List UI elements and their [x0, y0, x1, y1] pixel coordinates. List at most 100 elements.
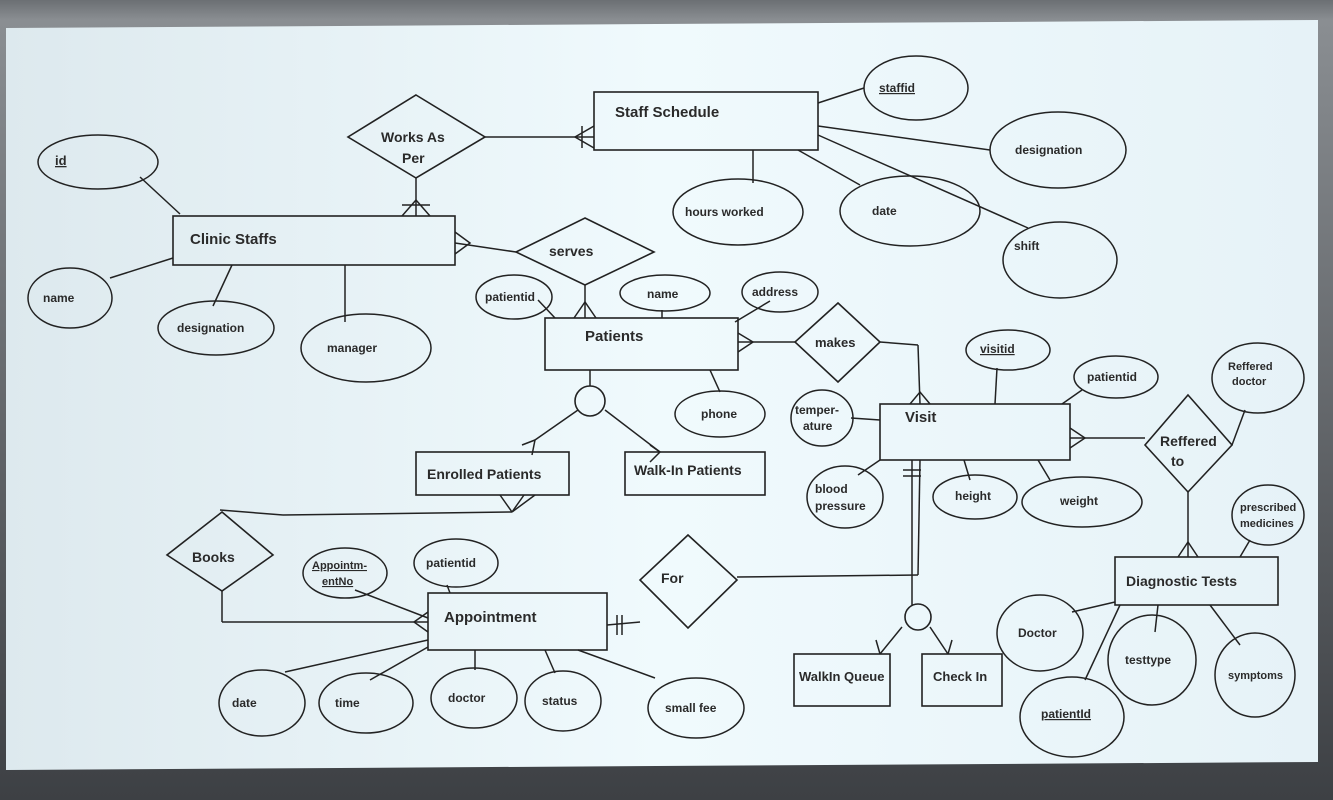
attribute-date-appointment: date [218, 669, 306, 737]
attribute-height: height [932, 474, 1018, 520]
attribute-small-fee: small fee [647, 677, 745, 739]
attribute-patientid-appointment: patientid [413, 538, 499, 588]
attribute-label-line-1: blood [815, 482, 848, 496]
attribute-date-schedule: date [839, 175, 981, 247]
attribute-id: id [37, 134, 159, 190]
attribute-label: name [43, 291, 75, 305]
attribute-symptoms: symptoms [1214, 632, 1296, 718]
attribute-status: status [524, 670, 602, 732]
relationship-label-line-2: to [1171, 453, 1184, 469]
attribute-staffid: staffid [863, 55, 969, 121]
entity-clinic-staffs: Clinic Staffs [172, 215, 456, 266]
attribute-label: doctor [448, 691, 486, 705]
attribute-doctor-appointment: doctor [430, 667, 518, 729]
attribute-label: name [647, 287, 679, 301]
attribute-reffered-doctor: Reffered doctor [1211, 342, 1305, 414]
cardinality-marks [401, 125, 1199, 655]
relationship-label: For [661, 570, 684, 586]
attribute-label: date [232, 696, 257, 710]
attribute-manager: manager [300, 313, 432, 383]
attribute-label-line-2: medicines [1240, 518, 1294, 530]
attribute-time: time [318, 672, 414, 734]
attribute-patientid-diagnostic: patientId [1019, 676, 1125, 758]
attribute-label: visitid [980, 342, 1015, 356]
entity-diagnostic-tests: Diagnostic Tests [1114, 556, 1279, 606]
relationship-serves: serves [514, 217, 656, 286]
attribute-label: phone [701, 407, 737, 421]
relationship-label-line-1: Works As [381, 129, 445, 145]
entity-patients: Patients [544, 317, 739, 371]
relationship-works-as-per: Works As Per [346, 94, 487, 179]
attribute-label: address [752, 285, 798, 299]
attribute-label-line-1: prescribed [1240, 502, 1296, 514]
attribute-label: date [872, 204, 897, 218]
isa-circle-visit [904, 603, 932, 631]
entity-label: Visit [905, 409, 936, 426]
attribute-label: shift [1014, 239, 1039, 253]
attribute-label: status [542, 694, 578, 708]
attribute-appointment-no: Appointm- entNo [302, 547, 388, 599]
attribute-label: small fee [665, 701, 717, 715]
attribute-designation-schedule: designation [989, 111, 1127, 189]
relationship-reffered-to: Reffered to [1143, 393, 1234, 494]
attribute-visitid: visitid [965, 329, 1051, 371]
entity-walkin-patients: Walk-In Patients [624, 451, 766, 496]
entity-staff-schedule: Staff Schedule [593, 91, 819, 151]
attribute-doctor-diagnostic: Doctor [996, 594, 1084, 672]
attribute-label: weight [1059, 494, 1098, 508]
entity-label: Patients [585, 328, 643, 345]
entity-walkin-queue: WalkIn Queue [793, 653, 891, 707]
attribute-label: height [955, 489, 991, 503]
attribute-blood-pressure: blood pressure [806, 465, 884, 529]
attribute-label: testtype [1125, 653, 1171, 667]
projection-area [6, 20, 1318, 770]
attribute-hours-worked: hours worked [672, 178, 804, 246]
attribute-label: symptoms [1228, 670, 1283, 682]
relationship-label: serves [549, 243, 594, 259]
relationship-books: Books [165, 510, 275, 592]
attribute-label: designation [177, 321, 244, 335]
entity-label: Walk-In Patients [634, 462, 742, 478]
entity-label: WalkIn Queue [799, 669, 884, 684]
attribute-patientid-visit: patientid [1073, 355, 1159, 399]
attribute-label: staffid [879, 81, 915, 95]
attribute-label: designation [1015, 143, 1082, 157]
attribute-label-line-2: entNo [322, 576, 353, 588]
entity-label: Diagnostic Tests [1126, 573, 1237, 589]
attribute-patientid-patients: patientid [475, 274, 553, 320]
attribute-prescribed-medicines: prescribed medicines [1231, 484, 1305, 546]
relationship-makes: makes [793, 301, 882, 384]
attribute-testtype: testtype [1107, 614, 1197, 706]
attribute-label-line-1: temper- [795, 403, 839, 417]
entity-label: Appointment [444, 609, 536, 626]
attribute-label-line-2: pressure [815, 499, 866, 513]
attribute-label: Doctor [1018, 626, 1057, 640]
attribute-phone: phone [674, 390, 766, 438]
entity-check-in: Check In [921, 653, 1003, 707]
entity-label: Staff Schedule [615, 104, 719, 121]
attribute-label-line-1: Appointm- [312, 560, 367, 572]
relationship-label-line-1: Reffered [1160, 433, 1217, 449]
relationship-label-line-2: Per [402, 150, 425, 166]
attribute-label: manager [327, 341, 377, 355]
attribute-label-line-1: Reffered [1228, 361, 1273, 373]
attribute-shift: shift [1002, 221, 1118, 299]
attribute-weight: weight [1021, 476, 1143, 528]
relationship-label: Books [192, 549, 235, 565]
attribute-label: patientId [1041, 707, 1091, 721]
attribute-label: time [335, 696, 360, 710]
attribute-label: patientid [1087, 370, 1137, 384]
entity-visit: Visit [879, 403, 1071, 461]
attribute-name-staff: name [27, 267, 113, 329]
attribute-temperature: temper- ature [790, 389, 854, 447]
attribute-address: address [741, 271, 819, 313]
entity-label: Check In [933, 669, 987, 684]
attribute-label-line-2: doctor [1232, 376, 1267, 388]
attribute-label: hours worked [685, 205, 764, 219]
attribute-designation-staff: designation [157, 300, 275, 356]
entity-enrolled-patients: Enrolled Patients [415, 451, 570, 496]
relationship-label: makes [815, 335, 855, 350]
attribute-label-line-2: ature [803, 419, 833, 433]
